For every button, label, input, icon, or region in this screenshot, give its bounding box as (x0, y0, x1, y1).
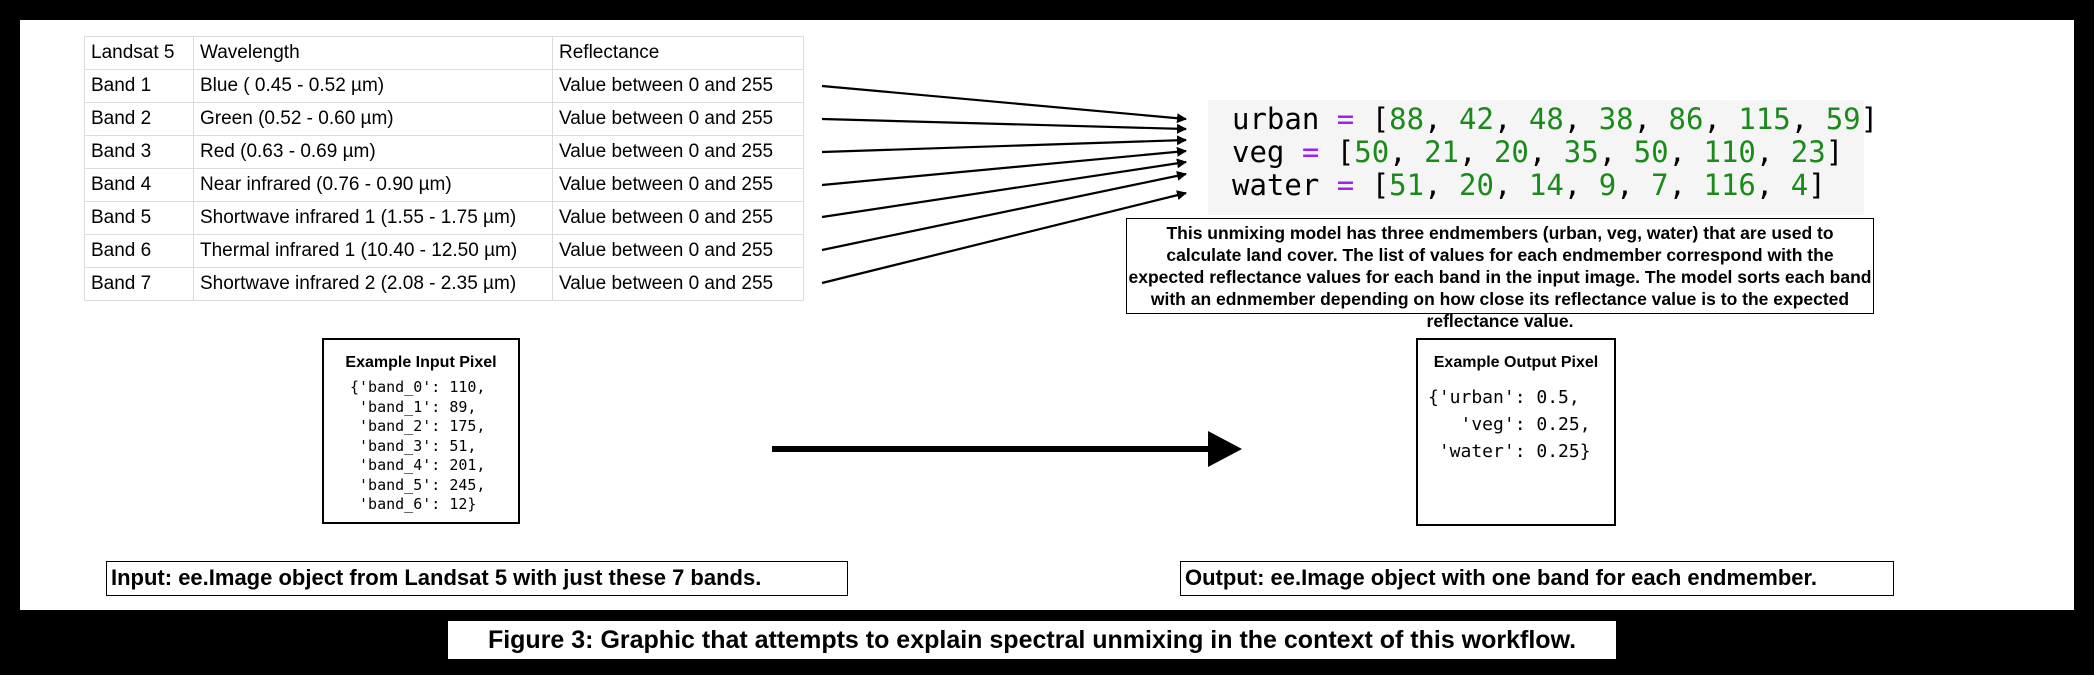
assign-operator: = (1336, 102, 1355, 136)
table-cell: Value between 0 and 255 (552, 69, 804, 103)
endmember-value: 50 (1633, 135, 1669, 169)
output-pixel-title: Example Output Pixel (1433, 354, 1599, 371)
endmember-name: veg (1232, 135, 1285, 169)
input-pixel-code: {'band_0': 110, 'band_1': 89, 'band_2': … (350, 378, 486, 513)
endmember-value: 38 (1598, 102, 1634, 136)
column-header: Wavelength (193, 36, 553, 70)
figure-caption: Figure 3: Graphic that attempts to expla… (448, 621, 1616, 659)
endmember-value: 20 (1459, 168, 1494, 202)
endmember-line: water = [51, 20, 14, 9, 7, 116, 4] (1232, 168, 1826, 202)
table-cell: Blue ( 0.45 - 0.52 µm) (193, 69, 553, 103)
endmember-value: 35 (1563, 135, 1599, 169)
table-cell: Band 5 (84, 201, 194, 235)
table-cell: Value between 0 and 255 (552, 168, 804, 202)
input-pixel-box: Example Input Pixel {'band_0': 110, 'ban… (322, 338, 520, 524)
table-cell: Value between 0 and 255 (552, 102, 804, 136)
table-header-row: Landsat 5 Wavelength Reflectance (84, 36, 804, 70)
table-cell: Band 6 (84, 234, 194, 268)
table-cell: Band 1 (84, 69, 194, 103)
column-header: Reflectance (552, 36, 804, 70)
endmember-value: 51 (1389, 168, 1425, 202)
endmember-value: 4 (1790, 168, 1809, 202)
assign-operator: = (1301, 135, 1320, 169)
column-header: Landsat 5 (84, 36, 194, 70)
endmember-value: 21 (1424, 135, 1460, 169)
explanation-box: This unmixing model has three endmembers… (1126, 218, 1874, 331)
endmember-value: 14 (1528, 168, 1564, 202)
endmember-value: 116 (1703, 168, 1756, 202)
input-label: Input: ee.Image object from Landsat 5 wi… (106, 561, 848, 596)
endmember-value: 7 (1651, 168, 1669, 202)
endmember-value: 86 (1668, 102, 1704, 136)
table-cell: Band 2 (84, 102, 194, 136)
output-pixel-box: Example Output Pixel {'urban': 0.5, 'veg… (1416, 338, 1616, 526)
table-cell: Value between 0 and 255 (552, 201, 804, 235)
table-cell: Band 7 (84, 267, 194, 301)
endmember-line: urban = [88, 42, 48, 38, 86, 115, 59] (1232, 102, 1879, 136)
output-pixel-code: {'urban': 0.5, 'veg': 0.25, 'water': 0.2… (1428, 387, 1591, 462)
endmember-value: 23 (1790, 135, 1826, 169)
table-cell: Band 3 (84, 135, 194, 169)
endmember-value: 88 (1389, 102, 1425, 136)
endmember-name: urban (1232, 102, 1320, 136)
output-label: Output: ee.Image object with one band fo… (1180, 561, 1894, 596)
table-cell: Value between 0 and 255 (552, 135, 804, 169)
table-cell: Near infrared (0.76 - 0.90 µm) (193, 168, 553, 202)
endmember-value: 110 (1703, 135, 1756, 169)
assign-operator: = (1336, 168, 1355, 202)
table-cell: Shortwave infrared 1 (1.55 - 1.75 µm) (193, 201, 553, 235)
endmember-value: 9 (1598, 168, 1617, 202)
endmember-value: 20 (1493, 135, 1529, 169)
table-cell: Green (0.52 - 0.60 µm) (193, 102, 553, 136)
table-cell: Value between 0 and 255 (552, 234, 804, 268)
endmember-value: 115 (1738, 102, 1791, 136)
table-cell: Shortwave infrared 2 (2.08 - 2.35 µm) (193, 267, 553, 301)
table-cell: Value between 0 and 255 (552, 267, 804, 301)
table-cell: Red (0.63 - 0.69 µm) (193, 135, 553, 169)
endmember-value: 42 (1459, 102, 1494, 136)
table-cell: Thermal infrared 1 (10.40 - 12.50 µm) (193, 234, 553, 268)
input-pixel-title: Example Input Pixel (345, 354, 497, 371)
endmember-line: veg = [50, 21, 20, 35, 50, 110, 23] (1232, 135, 1844, 169)
endmember-value: 50 (1354, 135, 1390, 169)
table-cell: Band 4 (84, 168, 194, 202)
endmember-value: 59 (1825, 102, 1861, 136)
endmember-name: water (1232, 168, 1320, 202)
endmember-value: 48 (1528, 102, 1564, 136)
endmember-code-block: urban = [88, 42, 48, 38, 86, 115, 59]veg… (1208, 100, 1879, 215)
